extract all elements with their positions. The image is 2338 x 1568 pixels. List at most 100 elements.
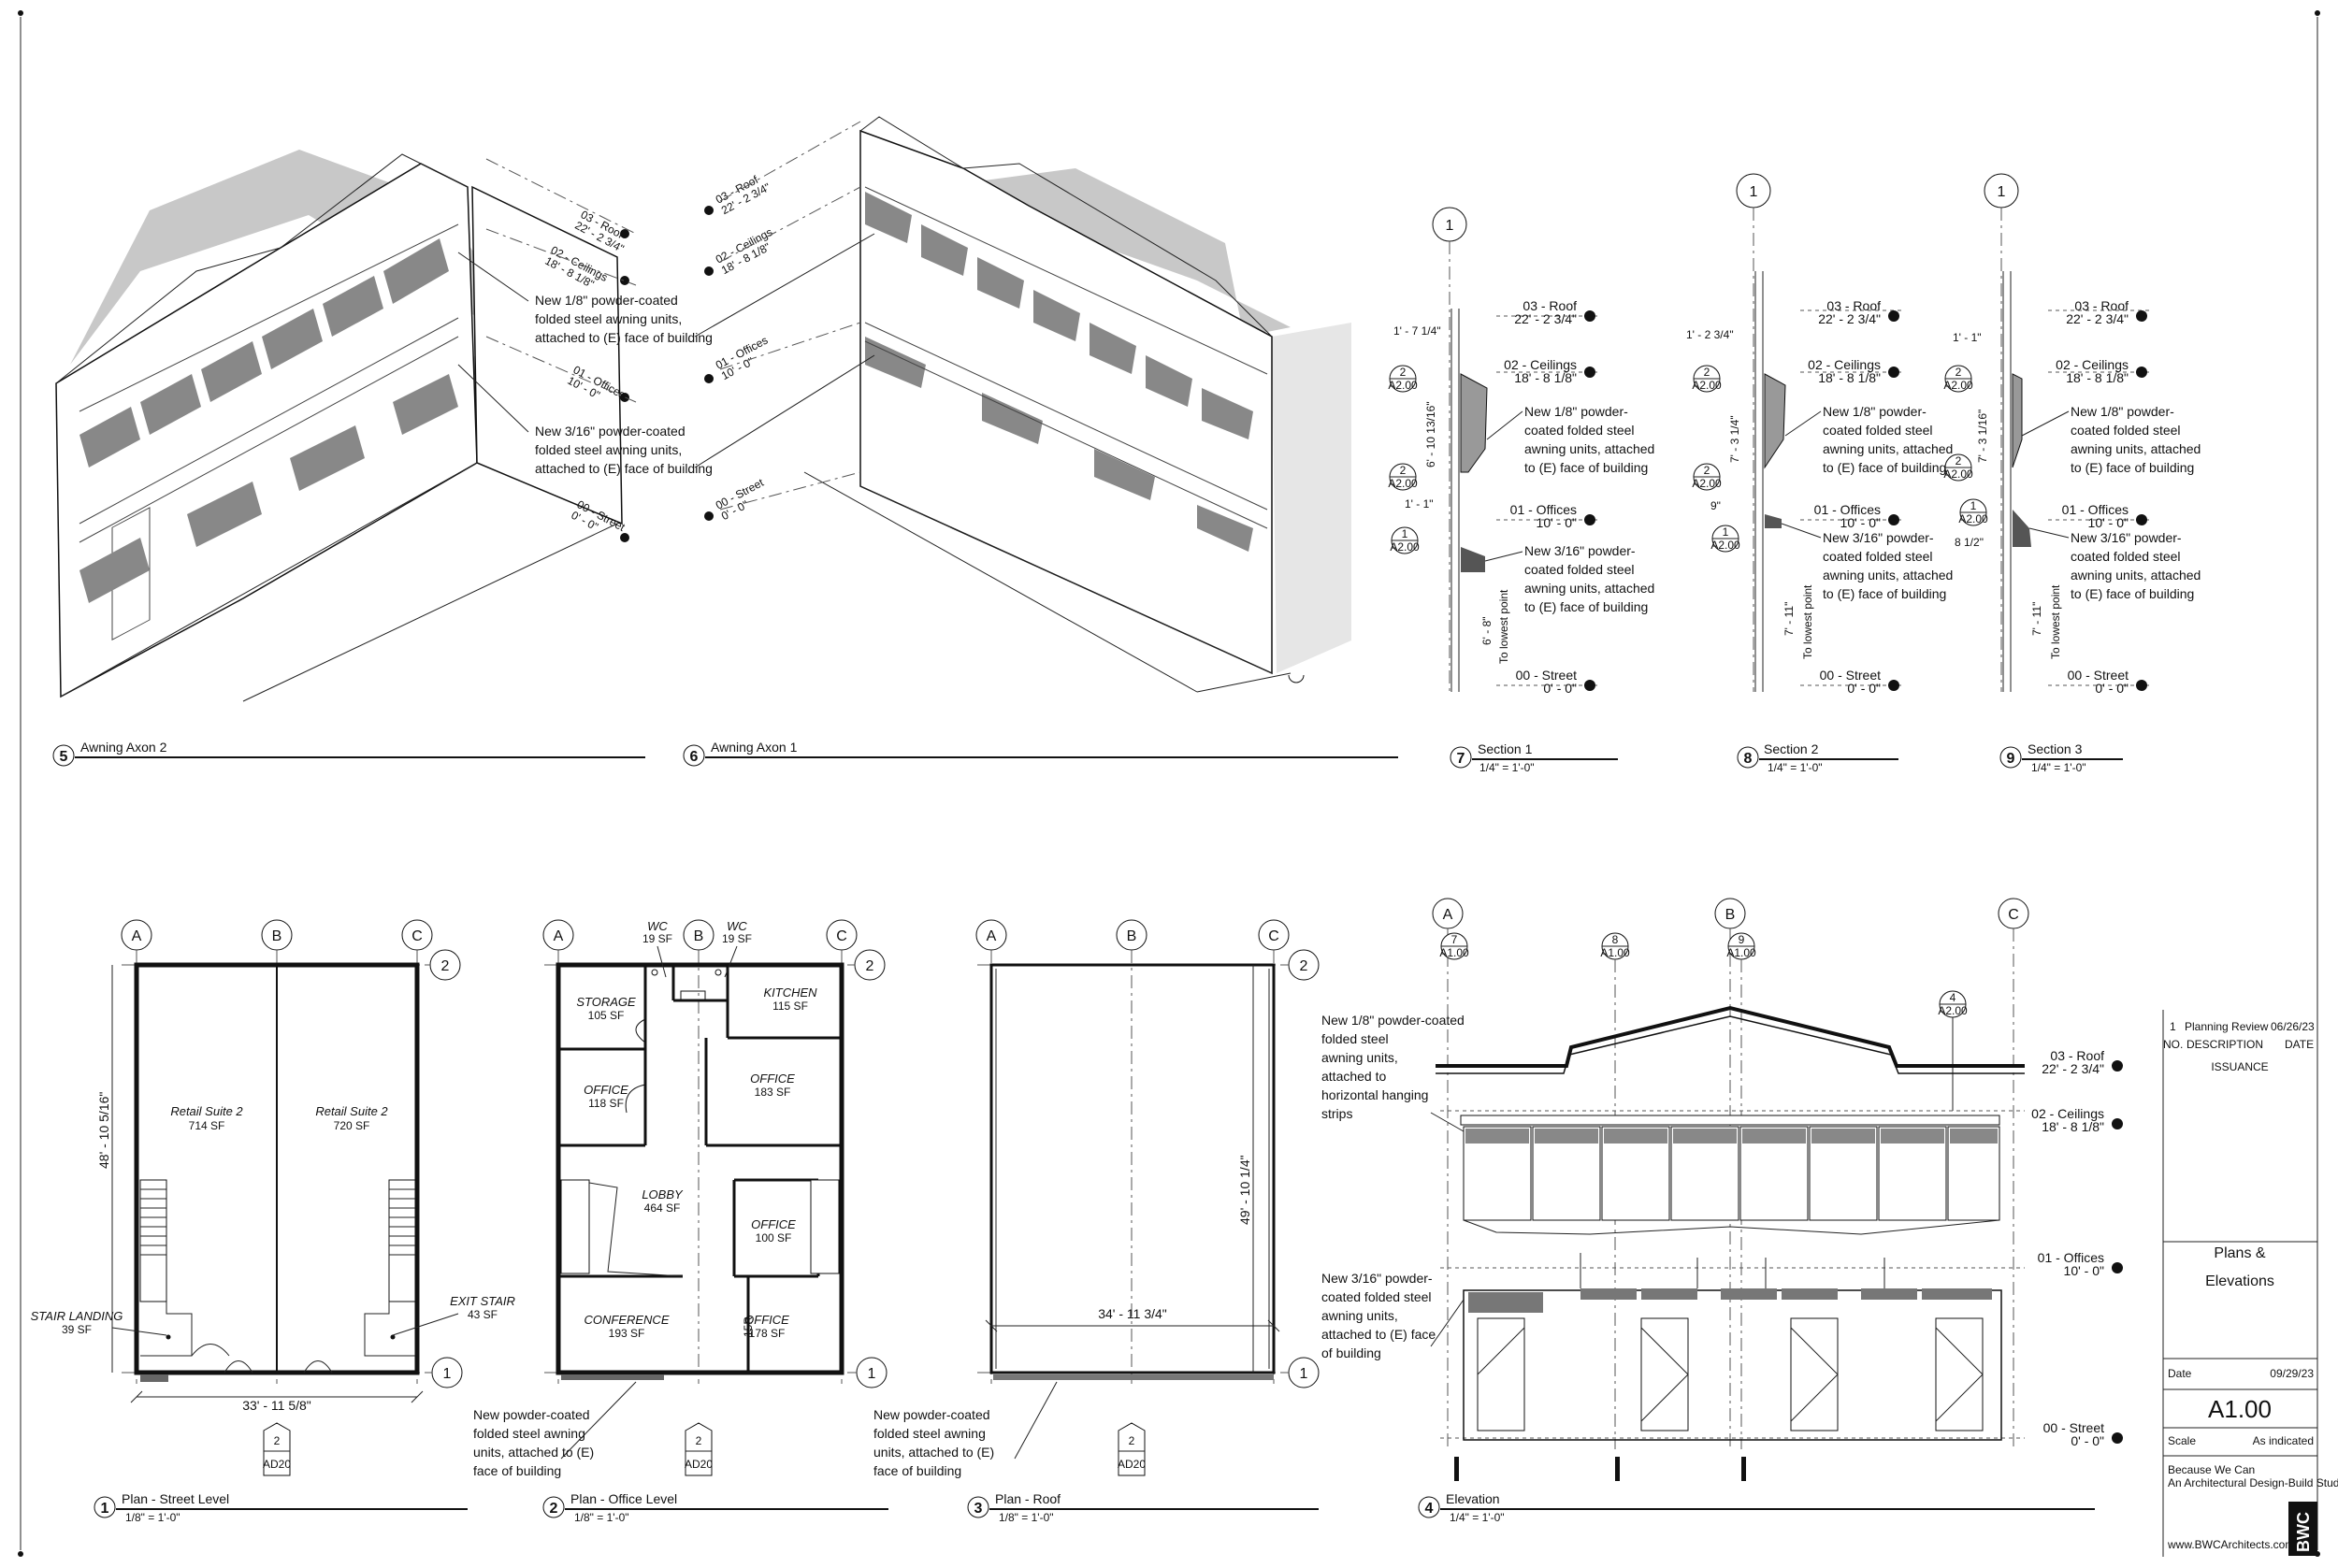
svg-text:8: 8 — [1612, 933, 1619, 946]
svg-text:1: 1 — [101, 1501, 109, 1517]
svg-text:New 3/16" powder-: New 3/16" powder- — [2071, 530, 2182, 545]
sheet-border — [18, 10, 2320, 1557]
svg-text:Awning Axon 1: Awning Axon 1 — [711, 740, 798, 755]
svg-text:33' - 11 5/8": 33' - 11 5/8" — [242, 1398, 311, 1413]
svg-text:10' - 0": 10' - 0" — [2064, 1263, 2104, 1278]
svg-text:2: 2 — [866, 958, 874, 974]
svg-text:New 3/16" powder-: New 3/16" powder- — [1524, 543, 1636, 558]
svg-text:10' - 0": 10' - 0" — [1537, 515, 1577, 530]
svg-text:coated folded steel: coated folded steel — [1321, 1289, 1432, 1304]
svg-text:1/8" = 1'-0": 1/8" = 1'-0" — [999, 1511, 1054, 1524]
svg-text:09/29/23: 09/29/23 — [2270, 1367, 2314, 1380]
svg-text:1' - 7 1/4": 1' - 7 1/4" — [1393, 324, 1441, 338]
svg-text:Awning Axon 2: Awning Axon 2 — [80, 740, 167, 755]
svg-text:2: 2 — [1956, 454, 1962, 468]
svg-text:48' - 10 5/16": 48' - 10 5/16" — [96, 1092, 111, 1169]
svg-text:0' - 0": 0' - 0" — [2071, 1433, 2104, 1448]
axon-1-drawing — [803, 116, 1351, 693]
svg-text:00 - Street: 00 - Street — [2043, 1420, 2104, 1435]
svg-text:Plan - Street Level: Plan - Street Level — [122, 1491, 229, 1506]
svg-text:Section 1: Section 1 — [1478, 741, 1533, 756]
svg-text:105 SF: 105 SF — [588, 1009, 625, 1022]
svg-text:193 SF: 193 SF — [609, 1327, 645, 1340]
svg-text:of building: of building — [1321, 1345, 1381, 1360]
svg-text:2: 2 — [274, 1434, 281, 1447]
svg-text:A2.00: A2.00 — [1943, 379, 1973, 392]
svg-text:awning units, attached: awning units, attached — [1823, 568, 1953, 583]
svg-text:CONFERENCE: CONFERENCE — [584, 1313, 669, 1327]
svg-text:9": 9" — [1710, 499, 1721, 512]
view-title-8: 8 Section 2 1/4" = 1'-0" — [1737, 741, 1898, 774]
svg-text:coated folded steel: coated folded steel — [2071, 549, 2181, 564]
svg-text:To lowest point: To lowest point — [1801, 584, 1814, 659]
svg-text:units, attached to (E): units, attached to (E) — [873, 1445, 994, 1460]
svg-text:01 - Offices: 01 - Offices — [1814, 502, 1881, 517]
svg-text:43 SF: 43 SF — [468, 1308, 498, 1321]
svg-text:A1.00: A1.00 — [1439, 946, 1469, 959]
svg-text:1: 1 — [1446, 218, 1454, 234]
svg-text:19 SF: 19 SF — [642, 932, 672, 945]
svg-text:9: 9 — [1739, 933, 1745, 946]
svg-text:00 - Street: 00 - Street — [2068, 668, 2129, 683]
svg-text:Date: Date — [2168, 1367, 2192, 1380]
svg-text:10' - 0": 10' - 0" — [1840, 515, 1881, 530]
svg-text:0' - 0": 0' - 0" — [1847, 681, 1881, 696]
svg-text:C: C — [2008, 907, 2019, 923]
svg-text:attached to: attached to — [1321, 1069, 1386, 1084]
svg-text:1: 1 — [1723, 525, 1729, 539]
plan-office-level: A B C 2 1 — [473, 919, 888, 1478]
svg-text:coated folded steel: coated folded steel — [2071, 423, 2181, 438]
svg-text:2: 2 — [1300, 958, 1308, 974]
svg-text:10' - 0": 10' - 0" — [2088, 515, 2129, 530]
svg-text:714 SF: 714 SF — [189, 1119, 225, 1132]
svg-text:34' - 11 3/4": 34' - 11 3/4" — [1098, 1306, 1167, 1321]
svg-text:118 SF: 118 SF — [588, 1097, 624, 1110]
svg-text:Elevations: Elevations — [2205, 1273, 2274, 1289]
svg-text:00 - Street: 00 - Street — [1820, 668, 1881, 683]
svg-text:0' - 0": 0' - 0" — [1543, 681, 1577, 696]
svg-text:Because We Can: Because We Can — [2168, 1463, 2255, 1476]
svg-text:7' - 11": 7' - 11" — [1782, 602, 1796, 636]
svg-text:A2.00: A2.00 — [1938, 1004, 1968, 1017]
elevation-section-tags: 7 A1.00 8 A1.00 9 A1.00 4 A2.00 — [1439, 932, 1968, 1449]
svg-text:New powder-coated: New powder-coated — [473, 1407, 590, 1422]
svg-text:A2.00: A2.00 — [1692, 477, 1722, 490]
svg-text:LOBBY: LOBBY — [642, 1187, 684, 1201]
svg-text:18' - 8 1/8": 18' - 8 1/8" — [2066, 370, 2129, 385]
svg-text:attached to (E) face: attached to (E) face — [1321, 1327, 1436, 1342]
svg-text:to (E) face of building: to (E) face of building — [2071, 586, 2194, 601]
svg-text:1/4" = 1'-0": 1/4" = 1'-0" — [1450, 1511, 1505, 1524]
svg-text:New 1/8" powder-coated: New 1/8" powder-coated — [1321, 1013, 1465, 1028]
svg-text:A2.00: A2.00 — [1958, 512, 1988, 525]
svg-text:attached to (E) face of buildi: attached to (E) face of building — [535, 330, 713, 345]
svg-text:7' - 3 1/4": 7' - 3 1/4" — [1728, 415, 1741, 463]
svg-text:1/4" = 1'-0": 1/4" = 1'-0" — [1768, 761, 1823, 774]
svg-text:19 SF: 19 SF — [722, 932, 752, 945]
svg-text:STORAGE: STORAGE — [576, 995, 636, 1009]
svg-text:B: B — [1127, 928, 1137, 944]
title-block: 1 Planning Review 06/26/23 NO. DESCRIPTI… — [2162, 1010, 2338, 1557]
svg-text:18' - 8 1/8": 18' - 8 1/8" — [2042, 1119, 2104, 1134]
svg-text:DESCRIPTION: DESCRIPTION — [2186, 1038, 2263, 1051]
issuance-table: 1 Planning Review 06/26/23 NO. DESCRIPTI… — [2163, 1020, 2315, 1073]
svg-text:New powder-coated: New powder-coated — [873, 1407, 990, 1422]
svg-text:1: 1 — [2170, 1020, 2176, 1033]
svg-text:DATE: DATE — [2285, 1038, 2314, 1051]
plan-street-level: A B C 2 1 — [31, 919, 515, 1476]
svg-text:C: C — [836, 928, 847, 944]
svg-text:OFFICE: OFFICE — [744, 1313, 789, 1327]
svg-text:1: 1 — [1998, 184, 2006, 200]
svg-text:4: 4 — [1950, 991, 1956, 1004]
svg-text:A2.00: A2.00 — [1388, 379, 1418, 392]
svg-text:folded steel awning units,: folded steel awning units, — [535, 311, 682, 326]
svg-text:6' - 8": 6' - 8" — [1480, 616, 1494, 645]
svg-text:B: B — [694, 928, 704, 944]
svg-text:2: 2 — [1956, 366, 1962, 379]
svg-text:to (E) face of building: to (E) face of building — [1524, 460, 1648, 475]
axon-2-notes: New 1/8" powder-coated folded steel awni… — [457, 252, 713, 476]
svg-text:B: B — [1725, 907, 1736, 923]
svg-text:4: 4 — [1425, 1501, 1434, 1517]
view-title-1: 1 Plan - Street Level 1/8" = 1'-0" — [94, 1491, 468, 1524]
svg-text:6' - 10 13/16": 6' - 10 13/16" — [1424, 401, 1437, 468]
svg-text:New 1/8" powder-: New 1/8" powder- — [2071, 404, 2174, 419]
